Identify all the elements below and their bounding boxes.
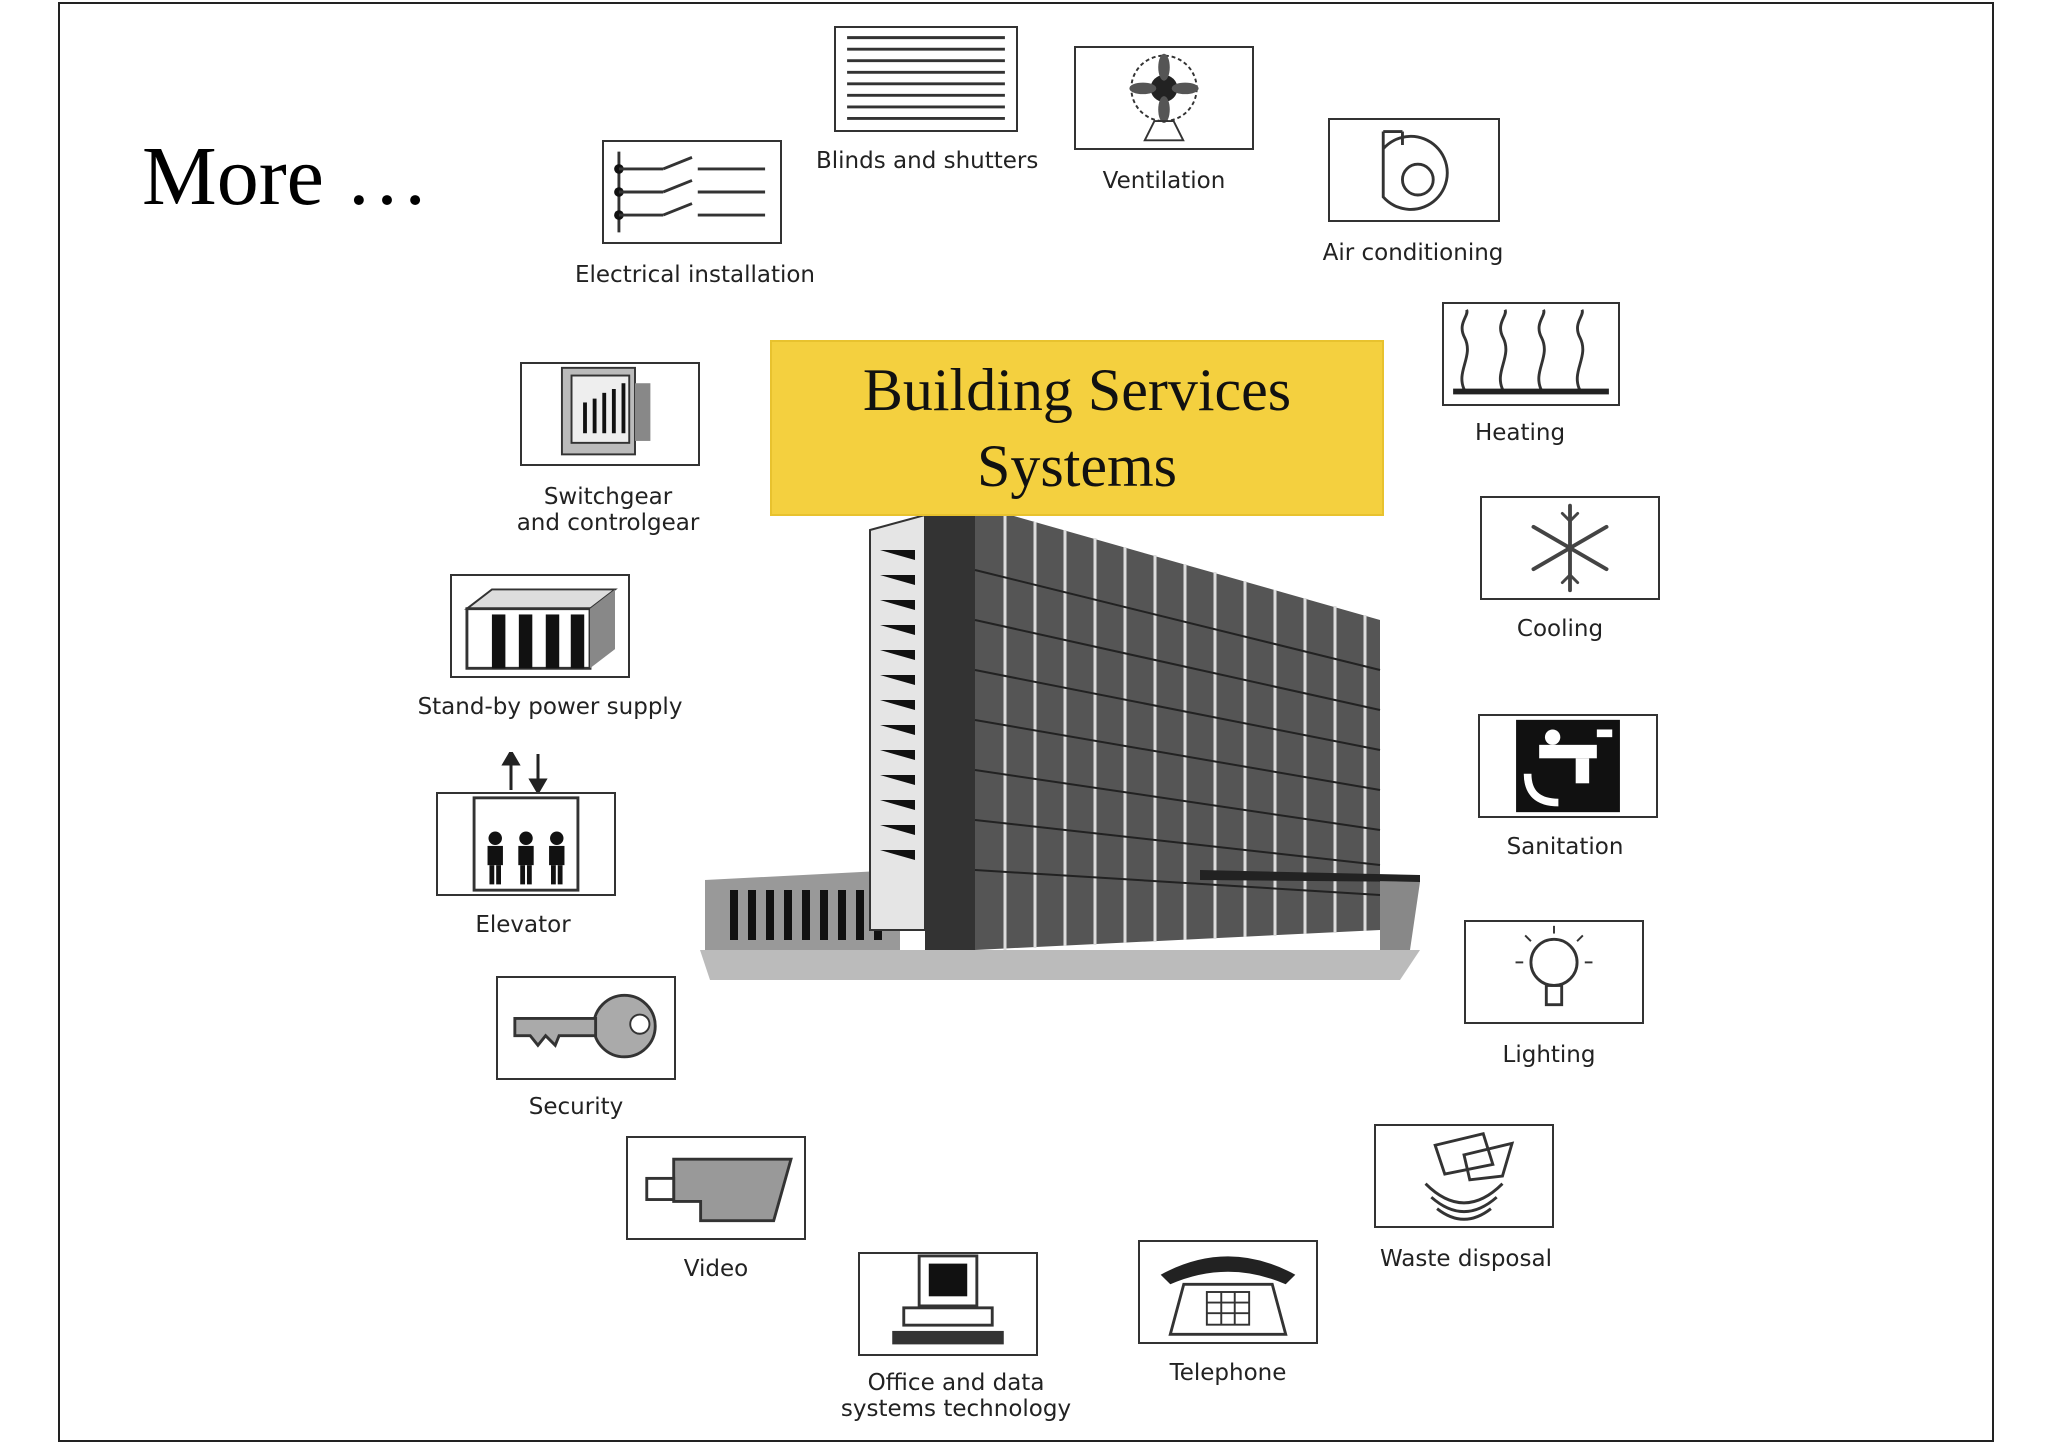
waste-disposal-label: Waste disposal (1380, 1246, 1552, 1272)
office-data-label: Office and data systems technology (836, 1370, 1076, 1422)
elevator-icon (436, 792, 616, 896)
ventilation-label: Ventilation (1102, 168, 1226, 194)
heating-icon (1442, 302, 1620, 406)
office-data-label-line1: Office and data (867, 1370, 1045, 1396)
switchgear-label-line1: Switchgear (543, 484, 673, 510)
center-title-line1: Building Services (862, 357, 1292, 423)
switchgear-icon (520, 362, 700, 466)
video-camera-icon (626, 1136, 806, 1240)
up-down-arrow-icon (501, 752, 548, 792)
switchgear-label-line2: and controlgear (516, 510, 700, 536)
standby-power-label: Stand-by power supply (417, 694, 683, 720)
building-illustration (700, 505, 1430, 980)
video-label: Video (683, 1256, 749, 1282)
building-icon (700, 505, 1420, 980)
waste-icon (1374, 1124, 1554, 1228)
switchgear-label: Switchgear and controlgear (488, 484, 728, 536)
cooling-label: Cooling (1516, 616, 1604, 642)
snowflake-icon (1480, 496, 1660, 600)
key-icon (496, 976, 676, 1080)
electrical-installation-label: Electrical installation (574, 262, 816, 288)
blinds-label: Blinds and shutters (816, 148, 1039, 174)
lighting-label: Lighting (1502, 1042, 1596, 1068)
blower-icon (1328, 118, 1500, 222)
telephone-label: Telephone (1169, 1360, 1287, 1386)
slide-heading: More … (142, 130, 429, 223)
blinds-icon (834, 26, 1018, 132)
air-conditioning-label: Air conditioning (1322, 240, 1504, 266)
security-label: Security (528, 1094, 624, 1120)
generator-icon (450, 574, 630, 678)
faucet-icon (1478, 714, 1658, 818)
computer-icon (858, 1252, 1038, 1356)
sanitation-label: Sanitation (1506, 834, 1624, 860)
heating-label: Heating (1474, 420, 1566, 446)
center-title-box: Building Services Systems (770, 340, 1384, 516)
electrical-circuit-icon (602, 140, 782, 244)
elevator-label: Elevator (475, 912, 571, 938)
center-title-line2: Systems (976, 433, 1178, 499)
telephone-icon (1138, 1240, 1318, 1344)
fan-icon (1074, 46, 1254, 150)
lightbulb-icon (1464, 920, 1644, 1024)
office-data-label-line2: systems technology (840, 1396, 1072, 1422)
